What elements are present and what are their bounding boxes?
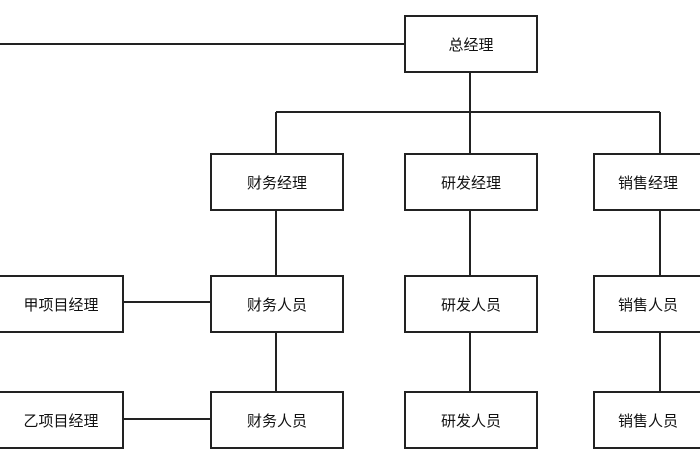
rd-staff-1-box: 研发人员 bbox=[404, 275, 538, 333]
sales-staff-1-box: 销售人员 bbox=[593, 275, 700, 333]
general-manager-box: 总经理 bbox=[404, 15, 538, 73]
finance-staff-1-label: 财务人员 bbox=[246, 295, 307, 314]
rd-staff-2-box: 研发人员 bbox=[404, 391, 538, 449]
finance-staff-2-box: 财务人员 bbox=[210, 391, 344, 449]
project-b-manager-box: 乙项目经理 bbox=[0, 391, 124, 449]
finance-staff-1-box: 财务人员 bbox=[210, 275, 344, 333]
finance-manager-label: 财务经理 bbox=[246, 173, 307, 192]
rd-staff-1-label: 研发人员 bbox=[440, 295, 501, 314]
rd-manager-box: 研发经理 bbox=[404, 153, 538, 211]
sales-staff-1-label: 销售人员 bbox=[617, 295, 678, 314]
rd-manager-label: 研发经理 bbox=[440, 173, 501, 192]
sales-manager-label: 销售经理 bbox=[617, 173, 678, 192]
finance-staff-2-label: 财务人员 bbox=[246, 411, 307, 430]
finance-manager-box: 财务经理 bbox=[210, 153, 344, 211]
project-a-manager-box: 甲项目经理 bbox=[0, 275, 124, 333]
general-manager-label: 总经理 bbox=[448, 35, 494, 54]
sales-manager-box: 销售经理 bbox=[593, 153, 700, 211]
rd-staff-2-label: 研发人员 bbox=[440, 411, 501, 430]
project-b-manager-label: 乙项目经理 bbox=[23, 411, 99, 430]
project-a-manager-label: 甲项目经理 bbox=[23, 295, 99, 314]
sales-staff-2-box: 销售人员 bbox=[593, 391, 700, 449]
sales-staff-2-label: 销售人员 bbox=[617, 411, 678, 430]
